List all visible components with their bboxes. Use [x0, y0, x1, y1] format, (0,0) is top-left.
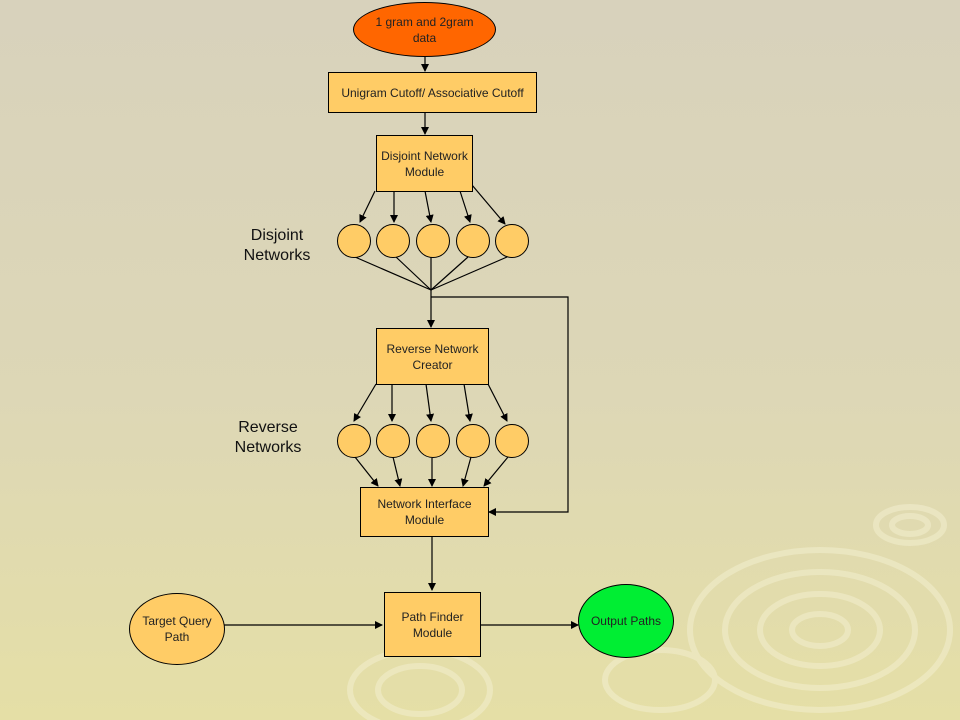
disjoint-network-module-box: Disjoint Network Module [376, 135, 473, 192]
input-data-label: 1 gram and 2gram data [375, 14, 474, 45]
reverse-network-node [495, 424, 529, 458]
reverse-network-node [416, 424, 450, 458]
cutoff-box: Unigram Cutoff/ Associative Cutoff [328, 72, 537, 113]
target-query-label: Target Query Path [142, 614, 212, 644]
cutoff-label: Unigram Cutoff/ Associative Cutoff [341, 85, 524, 100]
network-interface-module-box: Network Interface Module [360, 487, 489, 537]
reverse-networks-label: Reverse Networks [234, 419, 302, 456]
path-finder-label: Path Finder Module [401, 609, 464, 640]
disjoint-module-label: Disjoint Network Module [381, 148, 468, 179]
reverse-creator-label: Reverse Network Creator [386, 341, 479, 372]
reverse-network-creator-box: Reverse Network Creator [376, 328, 489, 385]
reverse-network-node [376, 424, 410, 458]
disjoint-network-node [456, 224, 490, 258]
arrow-bypass-to-interface [431, 296, 569, 516]
disjoint-network-node [337, 224, 371, 258]
output-paths-node: Output Paths [578, 584, 674, 658]
disjoint-network-node [495, 224, 529, 258]
target-query-node: Target Query Path [129, 593, 225, 665]
path-finder-module-box: Path Finder Module [384, 592, 481, 657]
output-paths-label: Output Paths [590, 614, 662, 628]
reverse-network-node [456, 424, 490, 458]
disjoint-network-node [416, 224, 450, 258]
reverse-network-node [337, 424, 371, 458]
disjoint-networks-label: Disjoint Networks [243, 227, 311, 264]
interface-module-label: Network Interface Module [377, 497, 472, 527]
input-data-node: 1 gram and 2gram data [353, 2, 496, 57]
disjoint-network-node [376, 224, 410, 258]
